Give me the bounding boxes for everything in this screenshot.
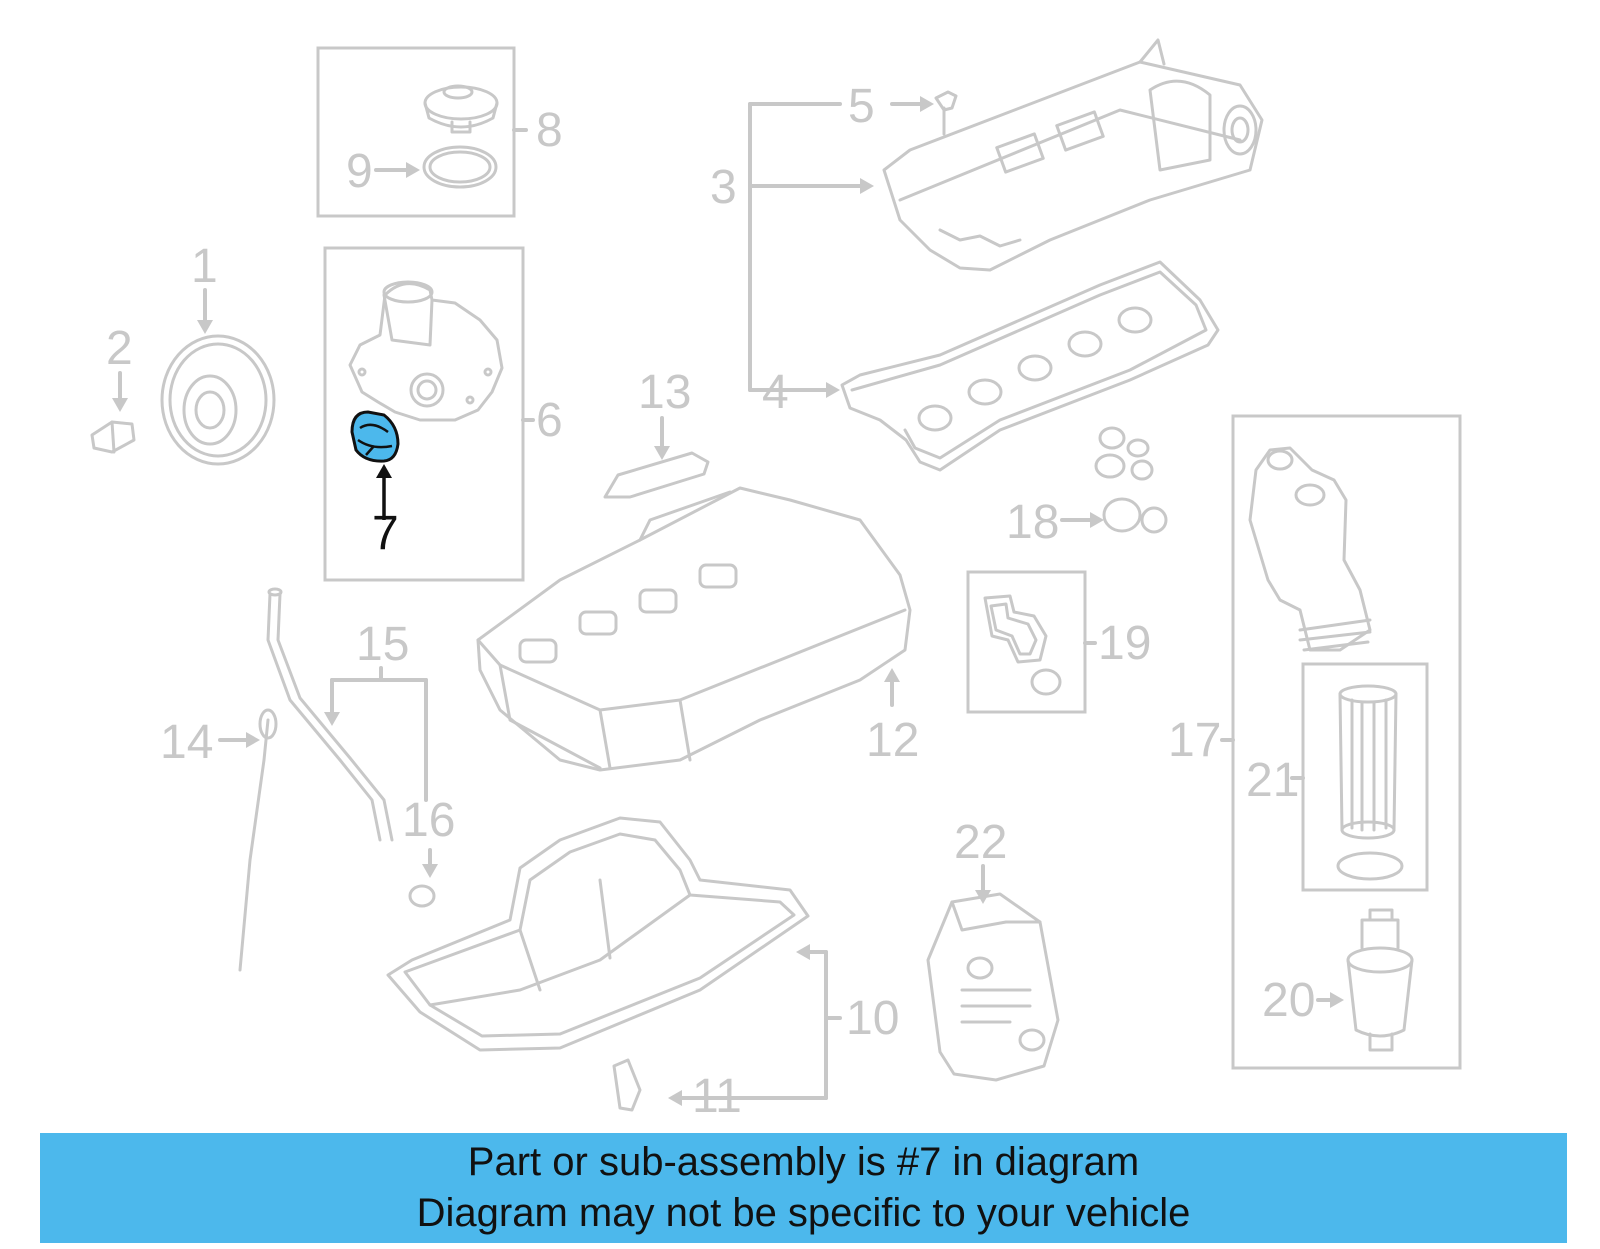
seal-16-drawing <box>408 884 436 908</box>
part-group-6-7: 6 7 <box>323 246 563 582</box>
callout-17: 17 <box>1168 714 1221 767</box>
callout-5: 5 <box>848 80 875 133</box>
callout-11: 11 <box>692 1070 742 1123</box>
callout-19: 19 <box>1098 617 1151 670</box>
part-group-10-11: 10 11 <box>386 816 899 1123</box>
dipstick-drawing <box>238 718 270 972</box>
callout-12: 12 <box>866 714 919 767</box>
lower-oil-pan-drawing <box>386 816 810 1052</box>
dipstick-tube-drawing <box>266 592 382 842</box>
sub-assembly-box-6 <box>323 246 525 582</box>
callout-14: 14 <box>160 716 213 769</box>
callout-15: 15 <box>356 618 409 671</box>
callout-22: 22 <box>954 816 1007 869</box>
callout-3: 3 <box>710 161 737 214</box>
valve-cover-drawing <box>882 38 1264 272</box>
info-banner: Part or sub-assembly is #7 in diagram Di… <box>40 1133 1567 1243</box>
callout-6: 6 <box>536 394 563 447</box>
oil-filter-housing-drawing <box>1248 446 1372 652</box>
part-group-14-15-16: 15 14 16 <box>160 587 455 972</box>
sub-assembly-box-19 <box>966 570 1087 714</box>
callout-10: 10 <box>846 992 899 1045</box>
sub-assembly-box-21 <box>1301 662 1429 892</box>
seal-ring-drawing <box>422 145 498 189</box>
drain-plug-drawing <box>612 1058 642 1112</box>
part-group-1-2: 1 2 <box>90 240 276 466</box>
callout-13: 13 <box>638 366 691 419</box>
filter-cap-drawing <box>1346 908 1414 1052</box>
callout-9: 9 <box>346 145 373 198</box>
oil-strainer-drawing <box>603 451 710 499</box>
oil-filler-cap-drawing <box>423 84 499 134</box>
callout-16: 16 <box>402 794 455 847</box>
callout-18: 18 <box>1006 496 1059 549</box>
upper-oil-pan-drawing <box>476 486 912 772</box>
banner-line-disclaimer: Diagram may not be specific to your vehi… <box>416 1191 1191 1235</box>
callout-7: 7 <box>372 507 399 560</box>
part-group-17-20-21: 21 17 20 <box>1168 414 1462 1070</box>
part-group-18: 18 <box>1006 426 1168 549</box>
callout-8: 8 <box>536 104 563 157</box>
callout-1: 1 <box>191 240 218 293</box>
callout-21: 21 <box>1246 754 1299 807</box>
part-group-19: 19 <box>966 570 1151 714</box>
bolt-5-drawing <box>934 90 958 136</box>
valve-cover-gasket-drawing <box>840 260 1220 472</box>
oil-filter-element-drawing <box>1336 684 1404 881</box>
highlighted-seal-part-7 <box>350 410 400 463</box>
callout-2: 2 <box>106 322 133 375</box>
callout-20: 20 <box>1262 974 1315 1027</box>
timing-cover-drawing <box>348 280 504 422</box>
bolt-drawing <box>90 420 136 454</box>
crank-pulley-drawing <box>160 334 276 466</box>
part-group-3-4-5: 3 4 5 <box>710 38 1264 472</box>
part-group-8-9: 8 9 <box>316 46 563 218</box>
banner-line-part: Part or sub-assembly is #7 in diagram <box>467 1140 1140 1184</box>
part-group-22: 22 <box>926 816 1060 1082</box>
part-group-12-13: 13 12 <box>476 366 919 772</box>
callout-4: 4 <box>762 366 789 419</box>
oil-cooler-drawing <box>926 892 1060 1082</box>
